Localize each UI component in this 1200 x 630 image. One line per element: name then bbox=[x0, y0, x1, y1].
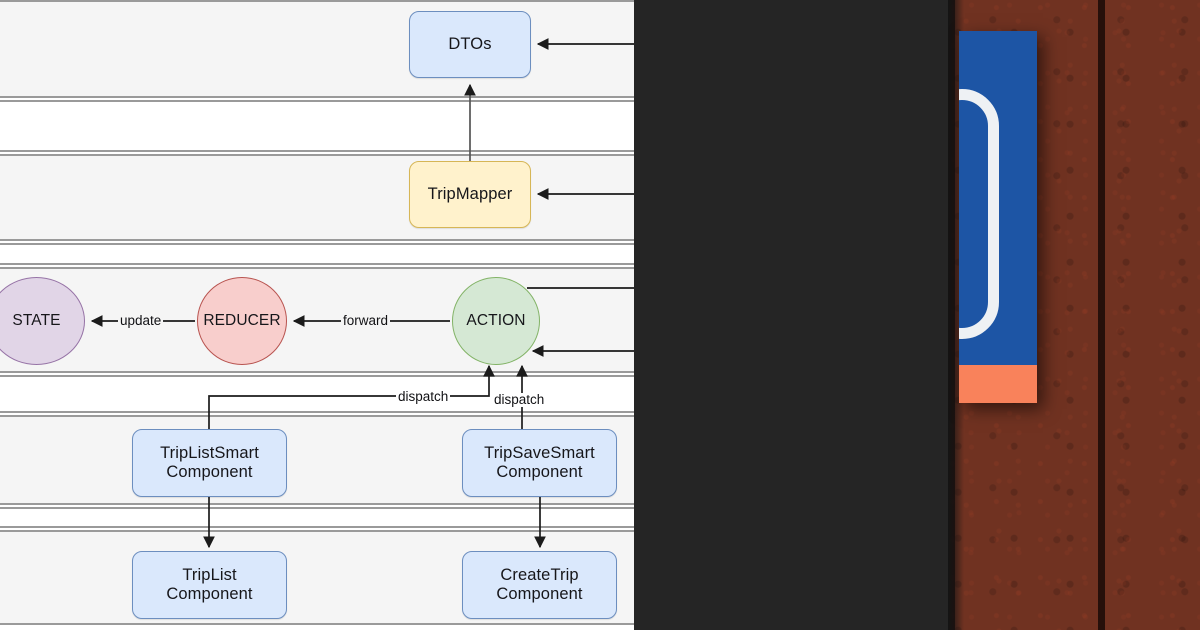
edge-label-forward: forward bbox=[341, 313, 391, 328]
blue-sign bbox=[959, 31, 1037, 403]
node-reducer[interactable]: REDUCER bbox=[197, 277, 287, 365]
photo-panel bbox=[948, 0, 1200, 630]
edge-label-update: update bbox=[118, 313, 164, 328]
node-label-state: STATE bbox=[12, 311, 61, 329]
node-label-trip-list-smart-component: TripListSmart Component bbox=[160, 443, 259, 481]
dark-filler-panel bbox=[634, 0, 948, 630]
node-label-trip-mapper: TripMapper bbox=[427, 184, 513, 203]
edge-label-dispatch-2: dispatch bbox=[492, 392, 547, 407]
node-label-trip-list-component: TripList Component bbox=[166, 565, 253, 603]
node-trip-list-smart-component[interactable]: TripListSmart Component bbox=[132, 429, 287, 497]
node-state[interactable]: STATE bbox=[0, 277, 85, 365]
node-trip-save-smart-component[interactable]: TripSaveSmart Component bbox=[462, 429, 617, 497]
sign-orange-accent-bar bbox=[959, 365, 1037, 403]
node-action[interactable]: ACTION bbox=[452, 277, 540, 365]
node-label-create-trip-component: CreateTrip Component bbox=[496, 565, 583, 603]
lane-gap-2 bbox=[0, 243, 634, 265]
node-dtos[interactable]: DTOs bbox=[409, 11, 531, 78]
lane-gap-3 bbox=[0, 507, 634, 528]
node-create-trip-component[interactable]: CreateTrip Component bbox=[462, 551, 617, 619]
lane-gap-1 bbox=[0, 100, 634, 152]
node-trip-mapper[interactable]: TripMapper bbox=[409, 161, 531, 228]
node-label-reducer: REDUCER bbox=[203, 311, 281, 329]
node-label-trip-save-smart-component: TripSaveSmart Component bbox=[484, 443, 595, 481]
node-trip-list-component[interactable]: TripList Component bbox=[132, 551, 287, 619]
sign-letter-glyph bbox=[959, 89, 999, 339]
lane-mapper bbox=[0, 154, 634, 241]
edge-label-dispatch-1: dispatch bbox=[396, 389, 451, 404]
node-label-action: ACTION bbox=[466, 311, 526, 329]
node-label-dtos: DTOs bbox=[448, 34, 492, 53]
lane-dtos bbox=[0, 0, 634, 98]
